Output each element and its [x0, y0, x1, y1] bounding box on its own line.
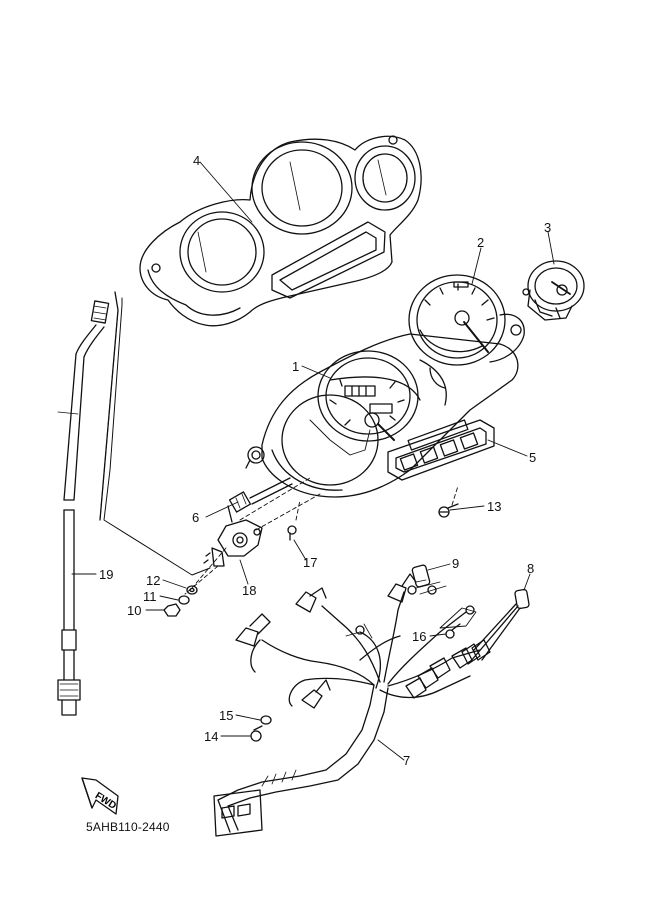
leader-lines — [72, 162, 554, 760]
drive-gear-part — [230, 478, 292, 512]
washer-11 — [179, 596, 189, 604]
alignment-lines — [185, 478, 458, 594]
callout-2: 2 — [477, 235, 485, 250]
callout-8: 8 — [527, 561, 535, 576]
indicator-unit — [523, 261, 584, 320]
wire-harness — [214, 574, 490, 836]
callout-19: 19 — [99, 567, 114, 582]
bulb-9 — [412, 565, 431, 588]
screw-17 — [288, 526, 296, 540]
callout-1: 1 — [292, 359, 300, 374]
callout-16: 16 — [412, 629, 427, 644]
nut-10 — [164, 604, 180, 616]
callout-18: 18 — [242, 583, 257, 598]
callout-13: 13 — [487, 499, 502, 514]
meter-body — [246, 334, 518, 497]
callout-14: 14 — [204, 729, 219, 744]
callout-10: 10 — [127, 603, 142, 618]
callout-12: 12 — [146, 573, 161, 588]
callout-4: 4 — [193, 153, 201, 168]
callout-3: 3 — [544, 220, 552, 235]
screw-14 — [251, 726, 262, 741]
callout-17: 17 — [303, 555, 318, 570]
callout-11: 11 — [143, 589, 157, 604]
callout-6: 6 — [192, 510, 200, 525]
washer-12 — [187, 586, 197, 594]
callout-5: 5 — [529, 450, 537, 465]
speedometer-gear-unit — [204, 506, 262, 566]
diagram-code: 5AHB110-2440 — [86, 820, 170, 834]
meter-cover — [140, 136, 421, 326]
speedometer-cable — [58, 292, 210, 715]
tachometer — [409, 275, 524, 365]
bulb-8 — [470, 589, 529, 662]
fwd-arrow-icon — [82, 778, 118, 814]
callout-9: 9 — [452, 556, 460, 571]
screw-13 — [439, 504, 458, 517]
washer-15 — [261, 716, 271, 724]
callout-7: 7 — [403, 753, 411, 768]
callout-15: 15 — [219, 708, 234, 723]
